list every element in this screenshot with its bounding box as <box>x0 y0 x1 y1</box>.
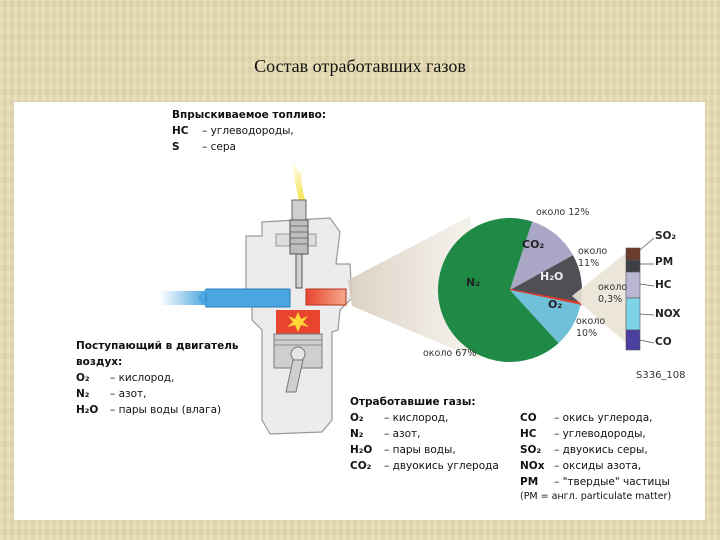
intake-flow <box>160 291 206 305</box>
pie-slice-label: H₂O <box>540 270 564 283</box>
fuel-item: HC– углеводороды, <box>172 125 294 137</box>
fuel-item: S– сера <box>172 141 236 153</box>
bar-segment-label: CO <box>655 336 672 348</box>
pie-slice <box>437 217 559 362</box>
intake-pipe <box>205 288 291 308</box>
breakdown-beam <box>572 248 632 348</box>
pollutant-note: (PM = англ. particulate matter) <box>520 491 672 502</box>
injector-top <box>291 199 307 221</box>
bar-segment <box>625 271 641 299</box>
exhaust-heading: Отработавшие газы: <box>350 396 476 408</box>
fuel-spray <box>293 160 306 205</box>
pie-value-label: около 12% <box>536 207 590 218</box>
connecting-rod <box>285 359 304 393</box>
pie-slice-label: N₂ <box>466 276 481 289</box>
pie-value-label: около 11% <box>578 246 608 269</box>
pie-slice <box>510 255 583 304</box>
pollutant-item: HC– углеводороды, <box>520 428 646 440</box>
exhaust-item: H₂O– пары воды, <box>350 444 456 456</box>
combustion-flash-icon <box>287 312 309 332</box>
air-item: N₂– азот, <box>76 388 147 400</box>
pie-slice-label: CO₂ <box>522 238 545 251</box>
bar-leader-line <box>639 339 655 344</box>
bar-leader-line <box>639 313 655 316</box>
air-item: H₂O– пары воды (влага) <box>76 404 222 416</box>
exhaust-item: CO₂– двуокись углерода <box>350 460 499 472</box>
pie-slice-label: O₂ <box>548 298 563 311</box>
composition-pie-chart <box>437 217 583 362</box>
pollutant-item: SO₂– двуокись серы, <box>520 444 648 456</box>
bar-segment <box>625 247 641 261</box>
slide-title: Состав отработавших газов <box>254 56 466 76</box>
piston-pin <box>290 346 306 362</box>
pollutant-item: PM– "твердые" частицы <box>520 476 670 488</box>
air-item: O₂– кислород, <box>76 372 175 384</box>
pollutant-item: CO– окись углерода, <box>520 412 653 424</box>
pie-value-label: около 10% <box>576 316 606 339</box>
bar-segment <box>625 259 641 273</box>
pie-value-label: около 67% <box>423 348 477 359</box>
injector-nozzle <box>295 253 303 289</box>
intake-arrow-icon <box>198 290 208 306</box>
bar-leader-line <box>639 283 655 287</box>
fuel-heading: Впрыскиваемое топливо: <box>172 109 327 121</box>
exhaust-item: O₂– кислород, <box>350 412 449 424</box>
bar-segment-label: HC <box>655 279 672 291</box>
air-heading: Поступающий в двигатель <box>76 340 239 352</box>
air-heading-cont: воздух: <box>76 356 123 368</box>
bar-segment-label: SO₂ <box>655 230 677 242</box>
bar-segment <box>625 297 641 331</box>
bar-leader-line <box>639 237 655 251</box>
exhaust-pipe <box>305 288 347 306</box>
pie-value-label: около 0,3% <box>598 282 628 305</box>
pie-slice <box>510 221 574 290</box>
exhaust-item: N₂– азот, <box>350 428 421 440</box>
pollutant-item: NOx– оксиды азота, <box>520 460 642 472</box>
bar-segment-label: PM <box>655 256 674 268</box>
injector-body <box>289 219 309 255</box>
bar-segment-label: NOX <box>655 308 681 320</box>
pollutant-breakdown-bar <box>625 237 655 351</box>
bar-segment <box>625 329 641 351</box>
pie-slice <box>510 290 581 344</box>
figure-code: S336_108 <box>636 370 686 381</box>
